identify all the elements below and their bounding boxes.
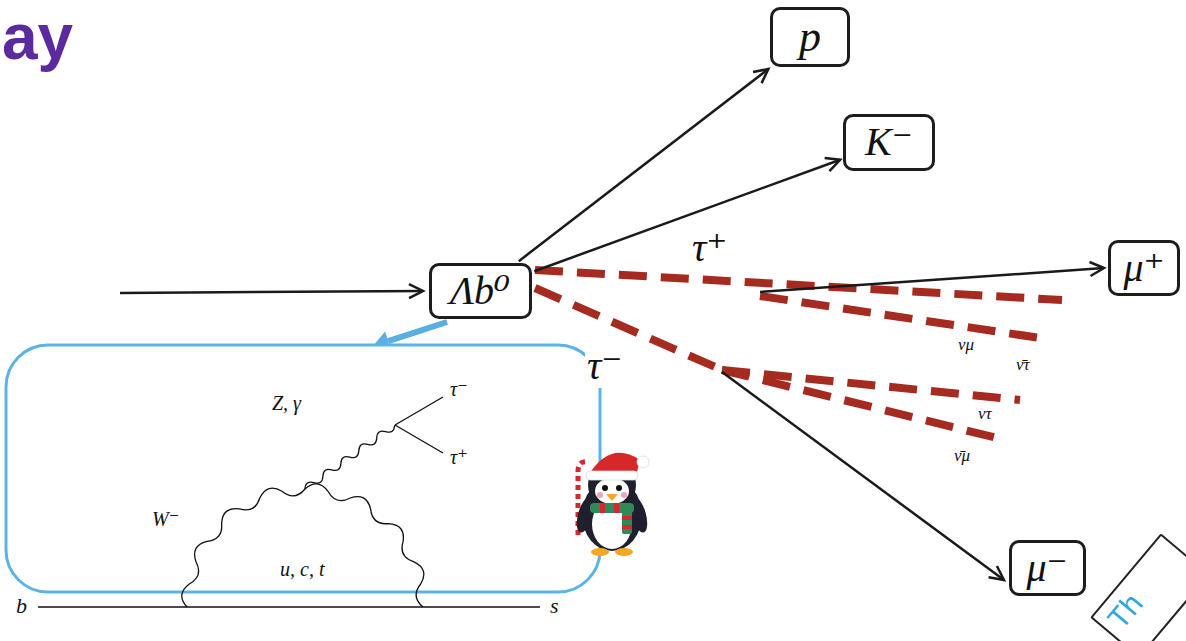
decay-arrow: [534, 160, 840, 271]
penguin-foot: [615, 548, 633, 556]
neutrino-label: ν̄μ: [952, 447, 972, 466]
particle-name: μ⁻: [1026, 546, 1067, 590]
incoming-arrow: [120, 291, 423, 293]
penguin-beak: [606, 494, 618, 501]
neutrino-label: ν̄τ: [1014, 356, 1032, 375]
scarf-stripe: [614, 503, 619, 513]
dashed-tracks: [535, 270, 1062, 440]
lepton-label: τ⁺: [448, 446, 470, 468]
lepton-label: τ⁻: [448, 378, 470, 400]
slide-title: ay: [2, 4, 73, 71]
penguin-face: [595, 478, 629, 504]
quark-line: [38, 606, 540, 607]
quark-label: b: [14, 594, 29, 618]
quark-label: u, c, t: [278, 558, 326, 580]
penguin-cheek: [597, 492, 603, 498]
quark-label: s: [548, 594, 561, 618]
neutrino-label: νμ: [956, 336, 976, 355]
particle-box: p: [770, 7, 850, 67]
penguin-cheek: [621, 492, 627, 498]
neutrino-track: [760, 296, 1040, 338]
santa-hat-trim: [586, 471, 638, 480]
tau-plus-track: [535, 270, 1062, 300]
particle-box: K⁻: [843, 114, 935, 171]
zoom-arrow: [388, 322, 447, 341]
penguin-foot: [591, 548, 609, 556]
muon-track: [760, 268, 1104, 292]
inset-frame: [6, 345, 600, 592]
particle-name: Λb⁰: [450, 269, 510, 313]
boson-label: Z, γ: [270, 392, 303, 414]
boson-label: W⁻: [150, 508, 181, 530]
santa-hat-pom: [637, 456, 649, 468]
lepton-line: [395, 425, 443, 453]
particle-name: Th: [1101, 587, 1149, 635]
lepton-line: [395, 397, 443, 425]
particle-name: μ⁺: [1123, 246, 1164, 290]
penguin-eye: [616, 485, 622, 491]
penguin-illustration: [574, 453, 651, 556]
particle-name: K⁻: [865, 120, 913, 164]
muon-track: [722, 372, 1004, 580]
w-boson-loop: [182, 484, 424, 607]
scarf-stripe: [600, 503, 605, 513]
particle-box: μ⁺: [1108, 240, 1180, 296]
scarf-tail: [622, 508, 632, 534]
z-photon-line: [303, 422, 397, 491]
particle-name: p: [799, 13, 821, 61]
neutrino-track: [722, 370, 1005, 440]
particle-box: Λb⁰: [429, 263, 532, 319]
particle-label: τ⁺: [690, 226, 729, 270]
rotated-box: Th: [1090, 533, 1186, 641]
scarf-stripe: [622, 516, 632, 520]
particle-label: τ⁻: [585, 344, 624, 388]
neutrino-label: ντ: [976, 405, 994, 424]
scarf-stripe: [622, 525, 632, 529]
z-photon-wave: [303, 422, 397, 491]
penguin-eye: [602, 485, 608, 491]
particle-box: μ⁻: [1009, 540, 1086, 596]
